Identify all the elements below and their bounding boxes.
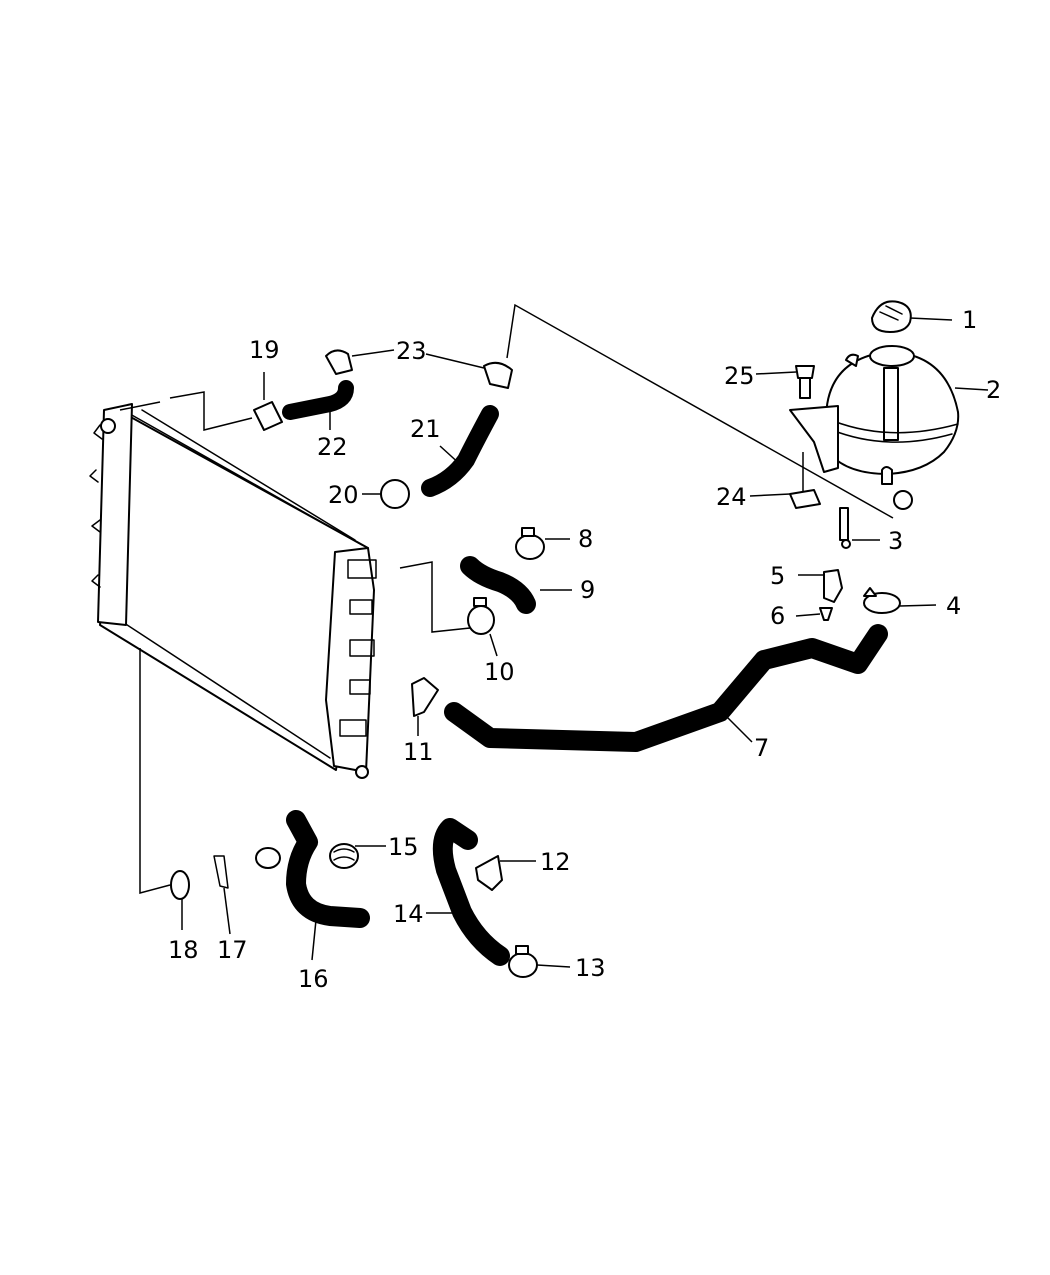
part-6-grommet	[795, 607, 833, 621]
callout-12: 12	[540, 848, 571, 876]
part-5-bracket	[798, 569, 843, 603]
callout-20: 20	[328, 481, 359, 509]
diagram-connector-lines	[139, 303, 894, 894]
callout-11: 11	[403, 738, 434, 766]
part-2-coolant-reservoir	[789, 345, 989, 510]
callout-9: 9	[580, 576, 595, 604]
callout-21: 21	[410, 415, 441, 443]
part-13-hose-clamp	[508, 945, 571, 978]
callout-7: 7	[754, 734, 769, 762]
callout-labels: 1 2 3 4 5 6 7 8 9 10 11 12 13 14 15 16 1…	[168, 306, 1001, 993]
part-19-hose-clamp	[253, 372, 283, 431]
part-15-spring-clamp	[329, 843, 386, 869]
callout-8: 8	[578, 525, 593, 553]
part-4-hose-clamp	[863, 587, 937, 614]
callout-3: 3	[888, 527, 903, 555]
callout-2: 2	[986, 376, 1001, 404]
callout-10: 10	[484, 658, 515, 686]
part-3-level-sensor	[839, 507, 880, 549]
callout-17: 17	[217, 936, 248, 964]
part-24-nut-plate	[749, 489, 821, 509]
part-7-overflow-hose	[444, 624, 888, 752]
part-21-vent-hose	[421, 405, 499, 497]
part-17-retaining-clip	[213, 855, 231, 935]
callout-5: 5	[770, 562, 785, 590]
callout-16: 16	[298, 965, 329, 993]
callout-15: 15	[388, 833, 419, 861]
callout-18: 18	[168, 936, 199, 964]
part-16-radiator-hose	[255, 810, 370, 961]
part-10-hose-clamp	[467, 597, 498, 657]
part-11-bracket	[411, 677, 439, 736]
part-8-hose-clamp	[515, 527, 570, 560]
part-1-pressure-cap	[871, 300, 953, 333]
part-22-bleed-hose	[282, 380, 354, 430]
callout-6: 6	[770, 602, 785, 630]
part-20-hose-clamp	[362, 479, 410, 509]
part-23-hose-clamp	[325, 349, 513, 389]
part-12-hose-clamp	[475, 855, 536, 891]
callout-1: 1	[962, 306, 977, 334]
callout-22: 22	[317, 433, 348, 461]
callout-25: 25	[724, 362, 755, 390]
radiator	[89, 401, 377, 779]
part-25-bolt	[755, 365, 815, 399]
callout-24: 24	[716, 483, 747, 511]
callout-13: 13	[575, 954, 606, 982]
callout-19: 19	[249, 336, 280, 364]
callout-4: 4	[946, 592, 961, 620]
callout-23: 23	[396, 337, 427, 365]
callout-14: 14	[393, 900, 424, 928]
part-9-upper-hose	[460, 556, 572, 614]
part-14-lower-hose	[426, 818, 510, 966]
part-18-o-ring	[170, 870, 190, 930]
